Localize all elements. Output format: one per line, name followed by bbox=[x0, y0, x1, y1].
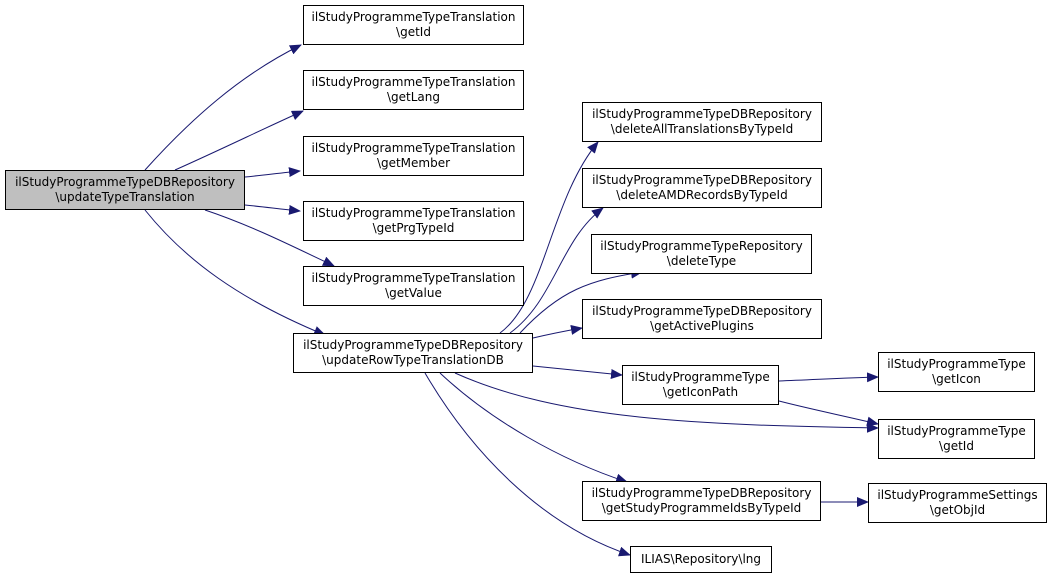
node-ilias-repository-lng[interactable]: ILIAS\Repository\lng bbox=[630, 546, 772, 573]
node-translation-getvalue[interactable]: ilStudyProgrammeTypeTranslation \getValu… bbox=[303, 266, 524, 306]
edge-root-to-tr-getvalue bbox=[204, 209, 335, 267]
node-translation-getmember[interactable]: ilStudyProgrammeTypeTranslation \getMemb… bbox=[303, 136, 524, 176]
node-translation-getvalue-line-2: \getValue bbox=[385, 286, 442, 300]
node-getactiveplugins[interactable]: ilStudyProgrammeTypeDBRepository \getAct… bbox=[582, 299, 822, 339]
node-translation-getlang[interactable]: ilStudyProgrammeTypeTranslation \getLang bbox=[303, 70, 524, 110]
node-getstudyprogrammeids-line-2: \getStudyProgrammeIdsByTypeId bbox=[601, 501, 802, 515]
node-translation-getid-line-2: \getId bbox=[396, 25, 431, 39]
node-geticonpath[interactable]: ilStudyProgrammeType \getIconPath bbox=[622, 365, 779, 405]
node-translation-getprgtypeid-line-1: ilStudyProgrammeTypeTranslation bbox=[311, 206, 516, 220]
node-settings-getobjid[interactable]: ilStudyProgrammeSettings \getObjId bbox=[868, 483, 1047, 523]
node-getactiveplugins-line-1: ilStudyProgrammeTypeDBRepository bbox=[592, 304, 812, 318]
node-translation-getvalue-line-1: ilStudyProgrammeTypeTranslation bbox=[311, 271, 516, 285]
node-deletealltranslationsbytypeid[interactable]: ilStudyProgrammeTypeDBRepository \delete… bbox=[582, 102, 822, 142]
node-type-getid[interactable]: ilStudyProgrammeType \getId bbox=[878, 419, 1035, 459]
edge-updrow-to-getspids bbox=[439, 372, 628, 484]
node-deletetype-line-1: ilStudyProgrammeTypeRepository bbox=[600, 239, 803, 253]
edge-updrow-to-activeplugins bbox=[532, 324, 583, 339]
node-lng-line-1: ILIAS\Repository\lng bbox=[640, 552, 762, 566]
node-translation-getmember-line-1: ilStudyProgrammeTypeTranslation bbox=[311, 141, 516, 155]
node-deletealltranslations-line-1: ilStudyProgrammeTypeDBRepository bbox=[592, 107, 812, 121]
node-deleteamdrecords-line-2: \deleteAMDRecordsByTypeId bbox=[616, 188, 788, 202]
node-updaterowtypetranslationdb[interactable]: ilStudyProgrammeTypeDBRepository \update… bbox=[293, 333, 533, 373]
edge-root-to-tr-getprgtypeid bbox=[244, 204, 301, 215]
edge-updrow-to-deltype bbox=[519, 268, 643, 334]
node-geticonpath-line-2: \getIconPath bbox=[662, 385, 739, 399]
node-translation-getmember-line-2: \getMember bbox=[376, 156, 451, 170]
node-deletetype-line-2: \deleteType bbox=[666, 254, 737, 268]
node-root-line-1: ilStudyProgrammeTypeDBRepository bbox=[15, 175, 235, 189]
node-settings-getobjid-line-1: ilStudyProgrammeSettings bbox=[877, 488, 1038, 502]
node-geticonpath-line-1: ilStudyProgrammeType bbox=[631, 370, 770, 384]
node-updaterow-line-1: ilStudyProgrammeTypeDBRepository bbox=[303, 338, 523, 352]
node-translation-getid[interactable]: ilStudyProgrammeTypeTranslation \getId bbox=[303, 5, 524, 45]
edge-root-to-updrow bbox=[144, 209, 326, 336]
edge-updrow-to-lng bbox=[424, 372, 631, 557]
edge-iconpath-to-type-getid bbox=[778, 400, 879, 427]
node-translation-getprgtypeid-line-2: \getPrgTypeId bbox=[372, 221, 455, 235]
node-deleteamdrecordsbytypeid[interactable]: ilStudyProgrammeTypeDBRepository \delete… bbox=[582, 168, 822, 208]
node-getactiveplugins-line-2: \getActivePlugins bbox=[650, 319, 754, 333]
node-getstudyprogrammeidsbytypeid[interactable]: ilStudyProgrammeTypeDBRepository \getStu… bbox=[582, 481, 821, 521]
edge-updrow-to-delamd bbox=[509, 207, 604, 334]
node-type-geticon[interactable]: ilStudyProgrammeType \getIcon bbox=[878, 352, 1035, 392]
edge-iconpath-to-geticon bbox=[778, 372, 879, 383]
edge-updrow-to-type-getid bbox=[454, 372, 879, 433]
node-translation-getprgtypeid[interactable]: ilStudyProgrammeTypeTranslation \getPrgT… bbox=[303, 201, 524, 241]
node-getstudyprogrammeids-line-1: ilStudyProgrammeTypeDBRepository bbox=[591, 486, 812, 500]
edge-updrow-to-iconpath bbox=[532, 365, 623, 379]
node-root-updatetypetranslation: ilStudyProgrammeTypeDBRepository \update… bbox=[5, 170, 245, 210]
node-deleteamdrecords-line-1: ilStudyProgrammeTypeDBRepository bbox=[592, 173, 812, 187]
edge-root-to-tr-getlang bbox=[174, 110, 304, 171]
edge-root-to-tr-getid bbox=[144, 44, 302, 171]
node-type-geticon-line-1: ilStudyProgrammeType bbox=[887, 357, 1026, 371]
node-settings-getobjid-line-2: \getObjId bbox=[929, 503, 986, 517]
node-translation-getlang-line-2: \getLang bbox=[386, 90, 440, 104]
node-type-getid-line-1: ilStudyProgrammeType bbox=[887, 424, 1026, 438]
node-deletetype[interactable]: ilStudyProgrammeTypeRepository \deleteTy… bbox=[591, 234, 812, 274]
node-type-geticon-line-2: \getIcon bbox=[932, 372, 981, 386]
edge-root-to-tr-getmember bbox=[244, 167, 301, 178]
node-translation-getid-line-1: ilStudyProgrammeTypeTranslation bbox=[311, 10, 516, 24]
node-updaterow-line-2: \updateRowTypeTranslationDB bbox=[322, 353, 504, 367]
node-root-line-2: \updateTypeTranslation bbox=[55, 190, 195, 204]
node-type-getid-line-2: \getId bbox=[939, 439, 974, 453]
node-deletealltranslations-line-2: \deleteAllTranslationsByTypeId bbox=[610, 122, 794, 136]
edge-updrow-to-delalltr bbox=[499, 141, 599, 334]
node-translation-getlang-line-1: ilStudyProgrammeTypeTranslation bbox=[311, 75, 516, 89]
